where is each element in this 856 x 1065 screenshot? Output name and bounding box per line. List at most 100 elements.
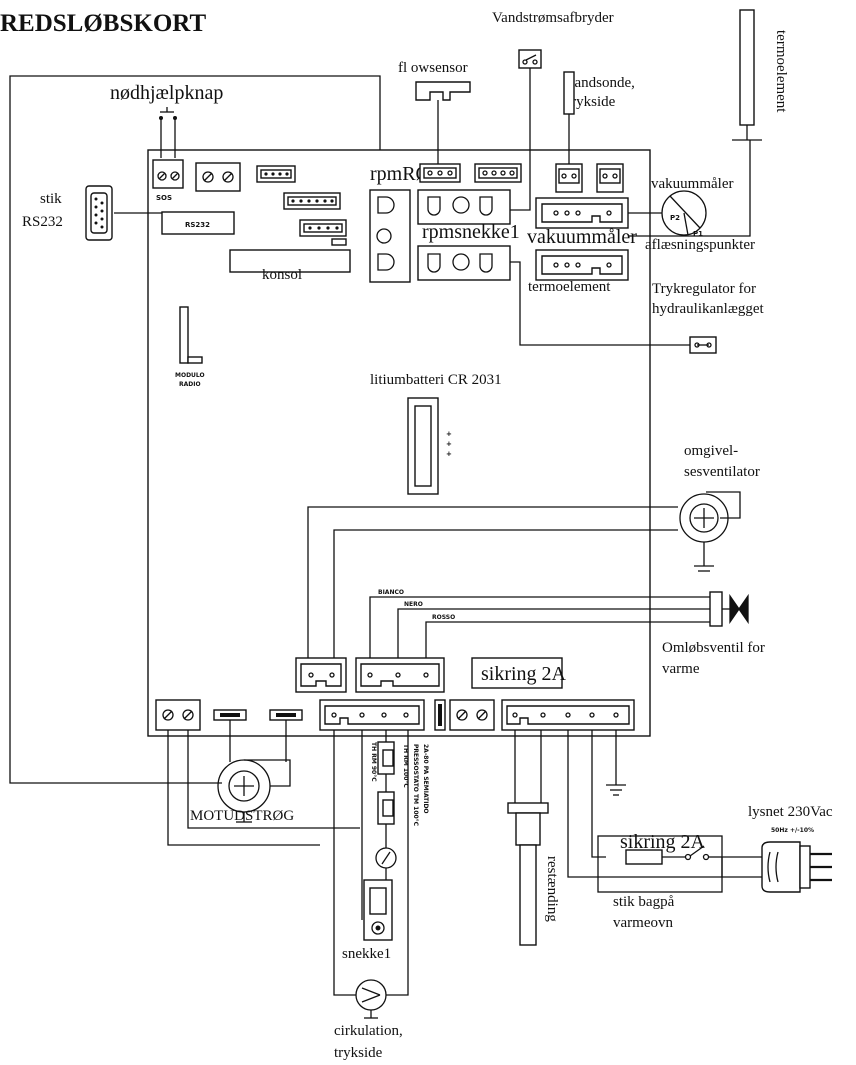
connector-6pin [283, 192, 341, 210]
nero-label: NERO [404, 601, 423, 608]
konsol-connector [229, 249, 351, 273]
rs232-db9-icon [85, 185, 113, 241]
battery-label: litiumbatteri CR 2031 [370, 372, 502, 388]
rear-socket-label-1: stik bagpå [613, 894, 675, 910]
water-probe-label-2: trykside [567, 94, 616, 110]
vacuum-gauge-label: vakuummåler [651, 176, 733, 192]
water-flow-switch-icon [510, 49, 542, 211]
water-probe-label-1: vandsonde, [567, 75, 635, 91]
emergency-button-label: nødhjælpknap [110, 82, 223, 104]
p2-label: P2 [670, 214, 680, 222]
connector-2pin-fan [295, 657, 347, 693]
connector-3pin-flow [419, 163, 461, 183]
vacuum-gauge-connector [535, 197, 629, 229]
wire-nero [397, 608, 710, 660]
rpm-snekke-label: rpmsnekke1 [422, 221, 520, 243]
konsol-label: konsol [262, 267, 302, 283]
battery-holder [407, 397, 439, 495]
auger-label: snekke1 [342, 946, 391, 962]
wire-bianco [369, 596, 710, 660]
igniter-icon [507, 802, 549, 946]
radio-module-label-1: MODULO [175, 372, 205, 379]
diagram-title: REDSLØBSKORT [0, 10, 206, 37]
thermocouple-connector [535, 249, 629, 281]
wire-pump-l [333, 975, 356, 996]
sos-push-button-icon [159, 107, 177, 158]
p1-label: P1 [693, 230, 703, 238]
rs232-board-connector [161, 211, 235, 235]
pressostat-label-1: PRESSOSTATO TM 100°C [412, 744, 419, 827]
circulation-pump-icon [355, 979, 387, 1019]
bypass-valve-label-1: Omløbsventil for [662, 640, 765, 656]
thermostat-th2-label: TH RM 100°C [402, 744, 409, 788]
sos-label: SOS [156, 194, 172, 202]
mains-label: lysnet 230Vac [748, 804, 833, 820]
wire-pressure-regulator [510, 261, 690, 346]
sos-terminal [152, 159, 184, 189]
pressure-regulator-label-2: hydraulikanlægget [652, 301, 764, 317]
rpm-rog-connector [369, 189, 411, 283]
thermostat-th1-label: TH RM 90°C [370, 742, 377, 782]
small-fuse-vertical [434, 699, 446, 731]
terminal-block-bottom-mid [449, 699, 495, 731]
rosso-label: ROSSO [432, 614, 455, 621]
connector-3pin-valve [355, 657, 445, 693]
ground-icon [606, 730, 626, 796]
battery-plus-3: + [446, 450, 452, 458]
thermostat-th2 [377, 791, 395, 825]
battery-plus-1: + [446, 430, 452, 438]
connector-6pin-mains [501, 699, 635, 731]
smoke-fan-icon [217, 759, 291, 823]
bypass-valve-icon [709, 591, 749, 627]
pressostat-icon [375, 847, 397, 869]
bypass-valve-label-2: varme [662, 661, 700, 677]
fuse-holder-2 [269, 709, 303, 721]
ambient-fan-label-1: omgivel- [684, 443, 738, 459]
smoke-fan-label: MOTUDSTRØG [190, 808, 294, 824]
wire-pump-r [386, 975, 409, 996]
flowsensor-label: fl owsensor [398, 60, 468, 76]
fuse-holder-1 [213, 709, 247, 721]
plug-fuse-label: sikring 2A [620, 831, 706, 853]
wire-left-loop [9, 75, 381, 784]
terminal-block-bottom-left [155, 699, 201, 731]
mains-switch-icon [662, 845, 722, 861]
rs232-label: RS232 [22, 214, 63, 230]
wire-rosso [425, 621, 710, 660]
connector-4pin-b [299, 219, 347, 246]
connector-4pin-a [256, 165, 296, 183]
auger-motor-icon [363, 879, 393, 941]
ambient-fan-label-2: sesventilator [684, 464, 760, 480]
board-fuse-box [471, 657, 563, 689]
flowsensor-icon [415, 81, 471, 166]
battery-plus-2: + [446, 440, 452, 448]
ambient-fan-icon [679, 491, 741, 572]
rear-socket-box [597, 835, 723, 893]
rear-socket-label-2: varmeovn [613, 915, 673, 931]
rs232-board-label: RS232 [185, 221, 210, 229]
water-flow-switch-label: Vandstrømsafbryder [492, 10, 614, 26]
circulation-label-2: trykside [334, 1045, 383, 1061]
connector-4pin-c [474, 163, 522, 183]
pressure-gauge-icon: P2 P1 [661, 190, 707, 238]
wire-motor-2 [187, 730, 360, 829]
mains-plug-icon [761, 841, 832, 893]
pressostat-label-2: 2A-80 PA SEMIATIDO [422, 744, 429, 814]
wire-mains-2 [591, 730, 606, 858]
connector-5pin-bottom [319, 699, 425, 731]
terminal-block-top [195, 162, 241, 192]
connector-2pin-right [596, 163, 624, 193]
reading-points-label: aflæsningspunkter [645, 237, 755, 253]
bianco-label: BIANCO [378, 589, 404, 596]
thermocouple-conn-label: termoelement [528, 279, 611, 295]
connector-2pin-probe [555, 163, 583, 193]
rpm-snekke-connector-bottom [417, 245, 511, 281]
rpm-snekke-connector-top [417, 189, 511, 225]
wire-fan-2 [333, 529, 678, 660]
water-probe-icon [563, 71, 575, 166]
igniter-label: restænding [544, 856, 560, 922]
board-fuse-label: sikring 2A [481, 663, 567, 685]
thermocouple-top-label: termoelement [773, 30, 789, 113]
circulation-label-1: cirkulation, [334, 1023, 403, 1039]
